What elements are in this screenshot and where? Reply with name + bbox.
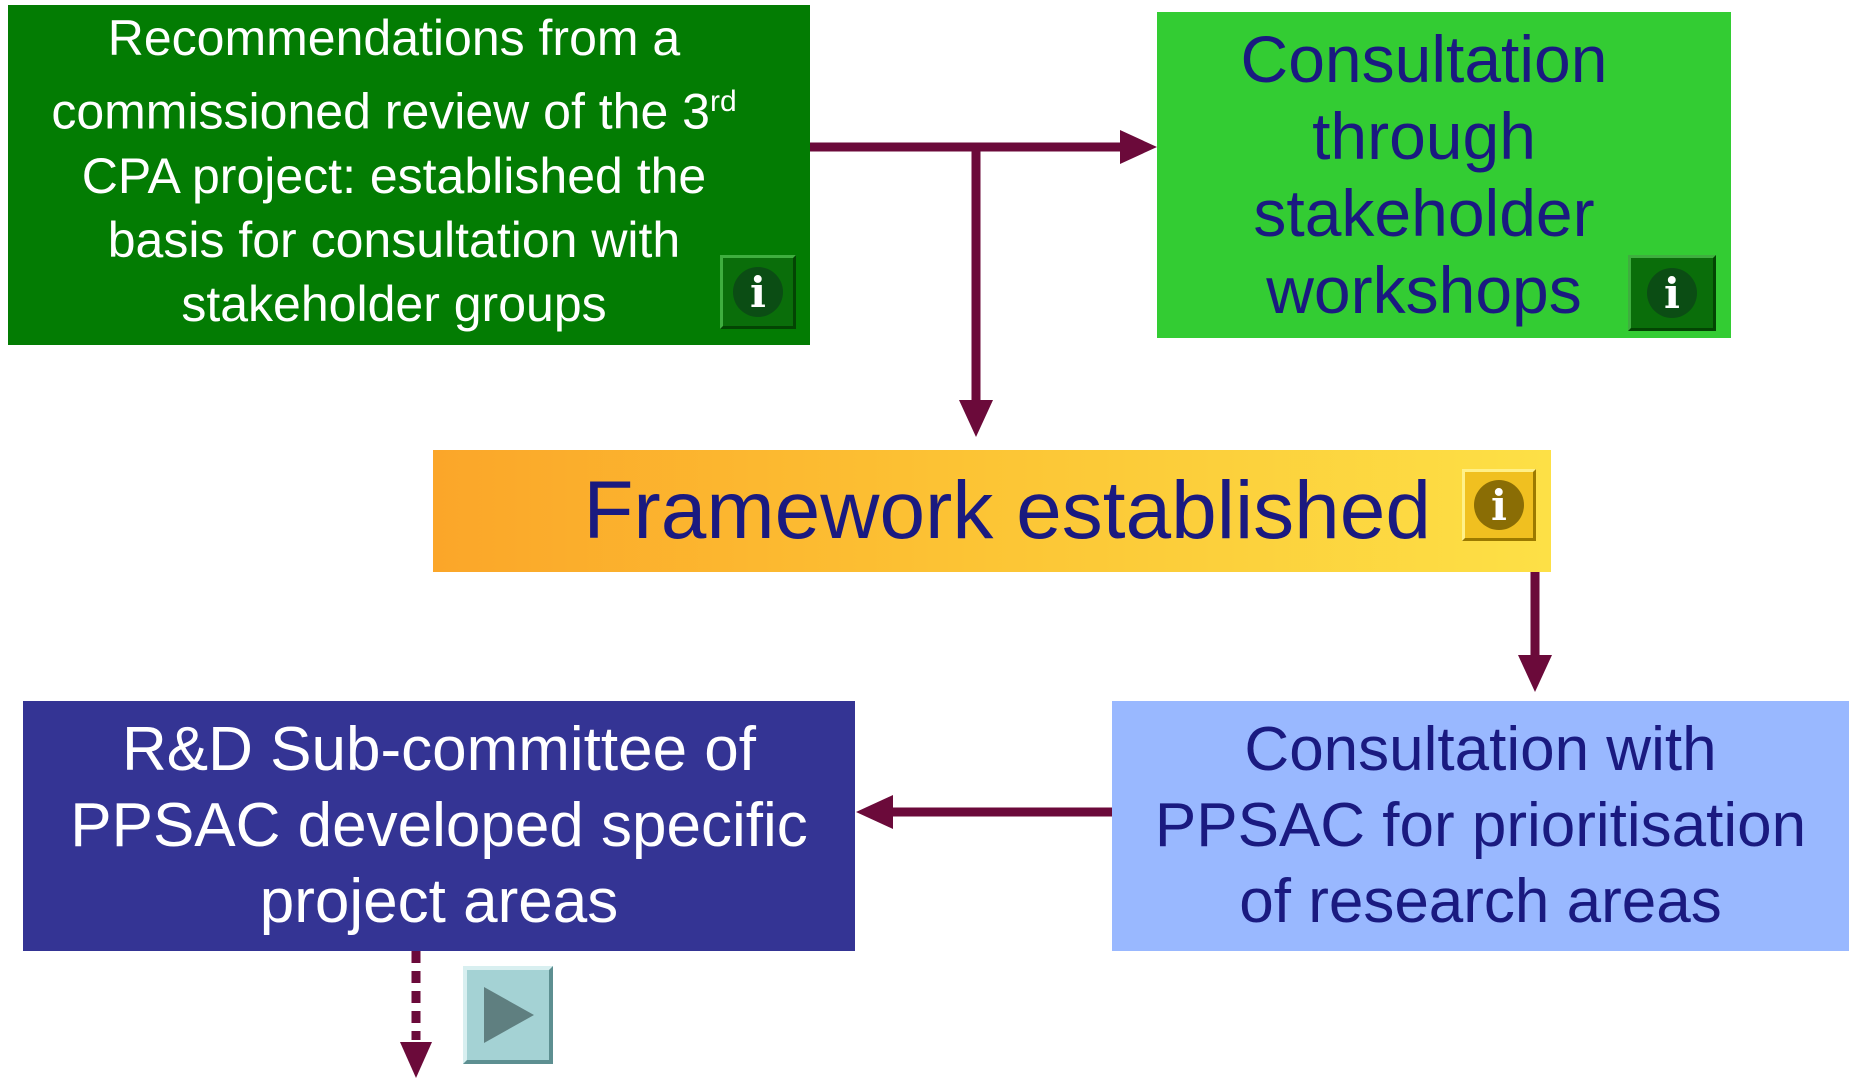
review-superscript: rd — [709, 85, 737, 119]
arrow-review-to-framework-head — [959, 400, 993, 437]
framework-established-text: Framework established — [583, 465, 1431, 556]
info-button-workshops[interactable]: i — [1628, 255, 1716, 331]
review-recommendations-text: Recommendations from a commissioned revi… — [51, 10, 737, 332]
stakeholder-workshops-box: Consultation through stakeholder worksho… — [1157, 12, 1731, 338]
info-icon: i — [1474, 480, 1524, 530]
arrow-ppsac-to-rd-head — [856, 795, 893, 829]
rd-subcommittee-box: R&D Sub-committee of PPSAC developed spe… — [23, 701, 855, 951]
info-button-review[interactable]: i — [720, 255, 796, 329]
arrow-framework-to-ppsac-head — [1518, 655, 1552, 692]
stakeholder-workshops-text: Consultation through stakeholder worksho… — [1240, 22, 1608, 327]
info-button-framework[interactable]: i — [1462, 469, 1536, 541]
next-slide-button[interactable] — [463, 966, 553, 1064]
info-icon: i — [1647, 268, 1697, 318]
review-recommendations-box: Recommendations from a commissioned revi… — [8, 5, 810, 345]
info-icon: i — [733, 267, 783, 317]
rd-subcommittee-text: R&D Sub-committee of PPSAC developed spe… — [70, 715, 808, 936]
ppsac-consultation-text: Consultation with PPSAC for prioritisati… — [1154, 715, 1807, 936]
ppsac-consultation-box: Consultation with PPSAC for prioritisati… — [1112, 701, 1849, 951]
framework-established-box: Framework established — [433, 450, 1551, 572]
play-triangle-icon — [484, 987, 534, 1043]
arrow-rd-continues-head — [400, 1042, 432, 1078]
arrow-review-to-workshops-head — [1120, 130, 1157, 164]
